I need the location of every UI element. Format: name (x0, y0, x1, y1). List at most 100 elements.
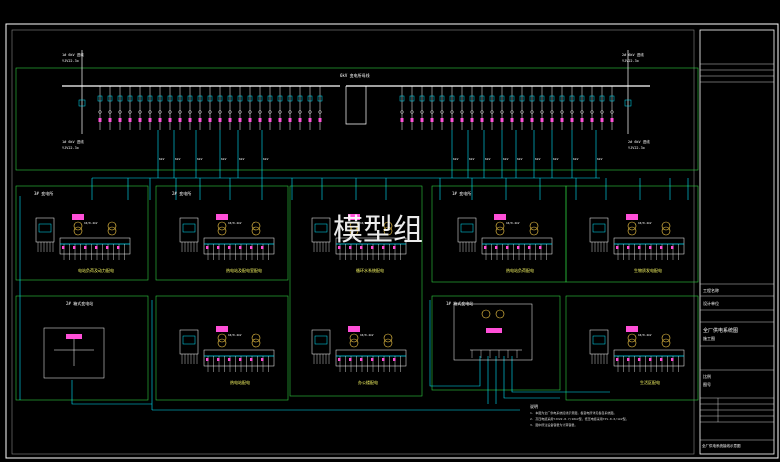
transformer-winding-lv (217, 226, 227, 236)
lv-breaker-mark (206, 246, 209, 249)
breaker-symbol (307, 95, 313, 102)
transformer-winding-lv (217, 338, 227, 348)
relay-panel (589, 329, 609, 355)
region-box-2 (15, 295, 149, 401)
relay-mark (440, 118, 444, 122)
lv-breaker-mark (217, 358, 220, 361)
ct-symbol (168, 110, 172, 114)
box-sub-marker (486, 328, 502, 333)
lv-breaker-mark (616, 246, 619, 249)
ct-symbol (148, 110, 152, 114)
relay-mark (420, 118, 424, 122)
ct-symbol (308, 110, 312, 114)
unit-3: 10/0.4kV (35, 214, 131, 260)
cable-box1-out-4 (511, 356, 610, 393)
relay-panel (457, 217, 477, 243)
breaker-symbol (609, 95, 615, 102)
notes-line-1: 1. 本图为全厂供电系统接线示意图，各变电所详见各自系统图。 (530, 410, 616, 415)
transformer-winding-hv (349, 221, 359, 231)
feeder-label: 6kV (469, 157, 475, 161)
lv-breaker-mark (627, 358, 630, 361)
load-marker (626, 214, 638, 220)
relay-mark (128, 118, 132, 122)
breaker-symbol (499, 95, 505, 102)
breaker-symbol (599, 95, 605, 102)
ct-symbol (490, 110, 494, 114)
ct-symbol (278, 110, 282, 114)
sheet-frame (5, 23, 779, 459)
lv-breaker-mark (393, 358, 396, 361)
region-bio (565, 185, 699, 283)
relay-mark (490, 118, 494, 122)
transformer-winding-lv (73, 226, 83, 236)
ct-symbol (550, 110, 554, 114)
relay-mark (108, 118, 112, 122)
relay-mark (580, 118, 584, 122)
lv-breaker-mark (84, 246, 87, 249)
unit-label: 10/0.4kV (638, 221, 652, 225)
relay-mark (318, 118, 322, 122)
lv-breaker-mark (539, 246, 542, 249)
relay-panel-inner (314, 335, 328, 345)
region-title-2: 2# 变电所 (172, 190, 191, 196)
cable-box2 (71, 380, 152, 405)
breaker-symbol (549, 95, 555, 102)
relay-mark (460, 118, 464, 122)
ct-symbol (118, 110, 122, 114)
incomer-right-line1: 2# 6kV 进线 (628, 139, 650, 144)
box-sub-frame (453, 303, 533, 361)
ct-symbol (460, 110, 464, 114)
ct-symbol (590, 110, 594, 114)
breaker-symbol (429, 95, 435, 102)
ct-symbol (610, 110, 614, 114)
relay-mark (500, 118, 504, 122)
title-company: 设计单位 (703, 300, 719, 306)
breaker-symbol (509, 95, 515, 102)
relay-mark (258, 118, 262, 122)
transformer-2-winding-lv (107, 226, 117, 236)
transformer-2-winding-lv (383, 338, 393, 348)
ct-symbol (400, 110, 404, 114)
breaker-symbol (247, 95, 253, 102)
title-drawing-name: 全厂供电系统图 (703, 327, 738, 334)
incomer-left-line2: YJV22-3x (62, 146, 79, 150)
ct-symbol (268, 110, 272, 114)
relay-mark (400, 118, 404, 122)
breaker-symbol (449, 95, 455, 102)
ct-symbol (258, 110, 262, 114)
relay-mark (148, 118, 152, 122)
incomer-right-line2: YJV22-3x (628, 146, 645, 150)
relay-panel (589, 217, 609, 243)
feeder-label: 6kV (503, 157, 509, 161)
relay-mark (218, 118, 222, 122)
relay-mark (288, 118, 292, 122)
breaker-symbol (317, 95, 323, 102)
region-title-1: 1# 变电所 (452, 190, 471, 196)
feeder-label: 6kV (535, 157, 541, 161)
lv-breaker-mark (338, 246, 341, 249)
title-drawing-no: 图号 (703, 381, 711, 387)
caption-cooling: 循环水系统配电 (356, 267, 384, 273)
ct-symbol (580, 110, 584, 114)
source-right-line2: YJV22-3x (622, 59, 639, 63)
unit-power: 10/0.4kV (179, 326, 275, 372)
lv-breaker-mark (73, 246, 76, 249)
caption-3: 电站负荷及动力配电 (78, 267, 114, 273)
lv-breaker-mark (660, 246, 663, 249)
transformer-2-winding-hv (107, 221, 117, 231)
transformer-winding-lv (495, 226, 505, 236)
caption-1: 热电站负荷配电 (506, 267, 534, 273)
lv-switchboard (335, 237, 407, 255)
relay-mark (188, 118, 192, 122)
feeder-label: 6kV (239, 157, 245, 161)
source-right-line1: 2# 6kV 进线 (622, 52, 644, 57)
breaker-symbol (519, 95, 525, 102)
relay-mark (238, 118, 242, 122)
unit-living: 10/0.4kV (589, 326, 685, 372)
ct-symbol (600, 110, 604, 114)
ct-symbol (218, 110, 222, 114)
feeder-label: 6kV (553, 157, 559, 161)
relay-panel (311, 329, 331, 355)
incomer-right-breaker (624, 99, 632, 107)
